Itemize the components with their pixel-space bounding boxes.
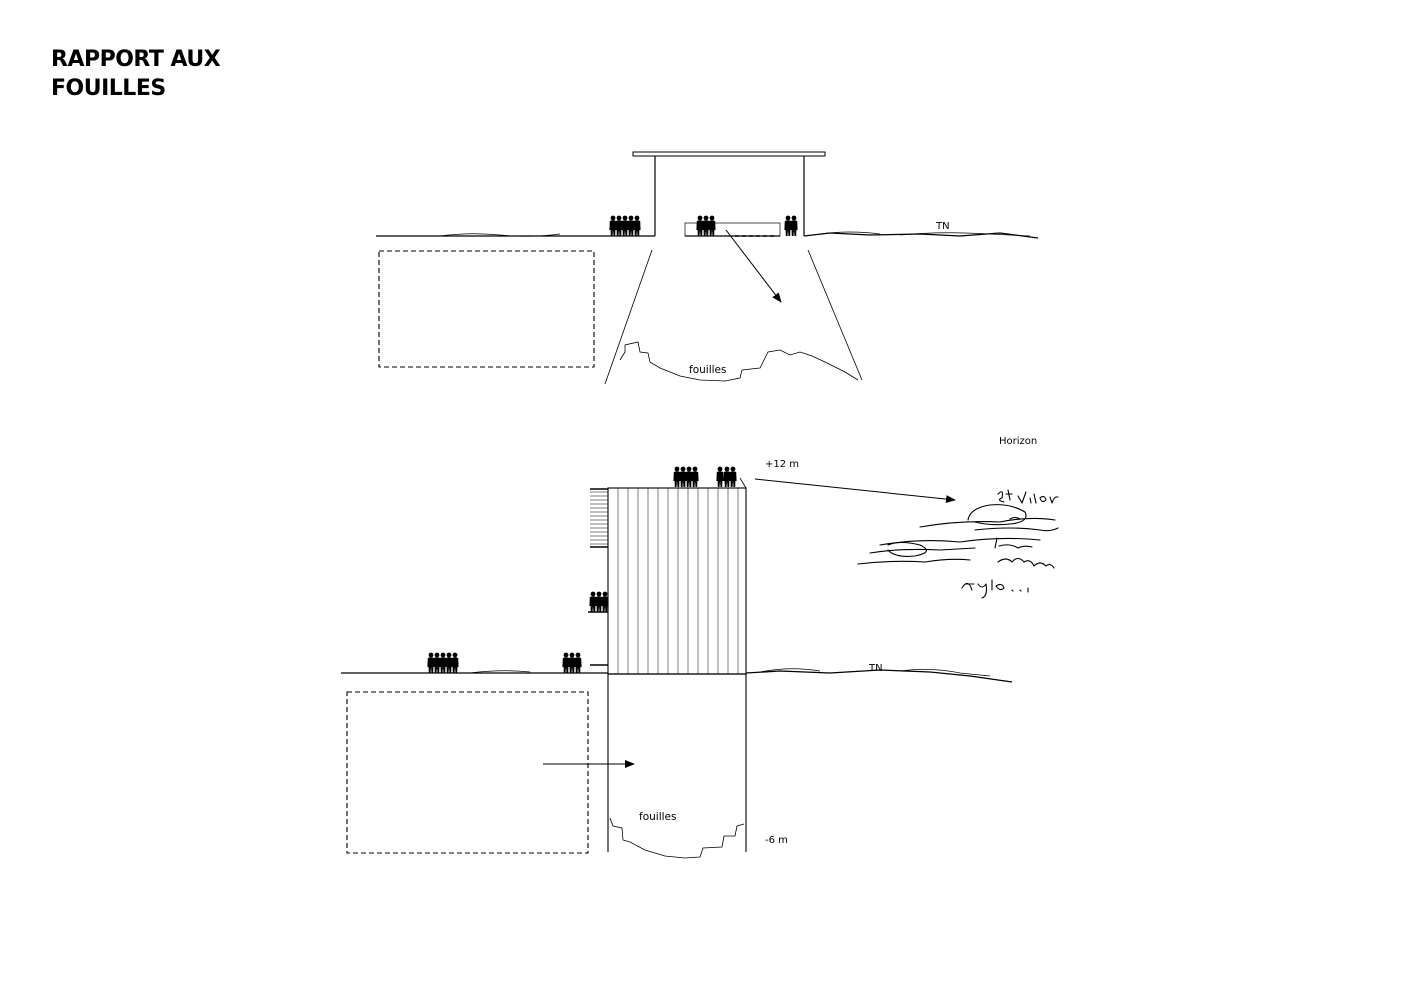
external-stair [588,488,608,666]
canopy-roof [632,151,826,157]
display-case [684,222,781,237]
excavation-label-top: fouilles [689,364,726,376]
page-title-line-1: RAPPORT AUX [51,47,221,72]
people-group-ground-tower [562,652,582,673]
view-cone-right [807,249,863,381]
view-cone-left [604,249,653,385]
people-group-roof [673,466,737,487]
tower-cladding [617,488,739,674]
people-group-left [609,215,641,236]
top-level-label: +12 m [765,459,799,470]
underground-volume-dashed-bottom [346,691,589,854]
horizon-sight-arrow [754,478,956,504]
excavation-profile-bottom [609,817,745,859]
ground-label-bottom: TN [868,663,883,674]
page-title-line-2: FOUILLES [51,76,166,101]
terrain-texture [439,231,1031,237]
tower-volume [607,487,747,675]
view-arrow [725,229,782,303]
horizon-label: Horizon [999,436,1037,447]
underground-volume-dashed [378,250,595,368]
people-group-center [696,215,716,236]
bottom-level-label: -6 m [765,835,788,846]
terrain-texture-bottom [469,668,991,677]
ground-line-bottom [341,669,1013,683]
ground-label-top: TN [935,221,950,232]
people-group-platform [589,591,609,612]
roof-railing [739,477,747,489]
excavation-profile [619,341,859,382]
excavation-label-bottom: fouilles [639,811,676,823]
page-title: RAPPORT AUX FOUILLES [51,45,221,103]
people-group-ground-left [427,652,459,673]
top-section: fouilles TN [376,151,1039,385]
bottom-section: Horizon +12 m [341,436,1059,859]
people-group-right [784,215,798,236]
horizon-sketch [857,489,1059,599]
